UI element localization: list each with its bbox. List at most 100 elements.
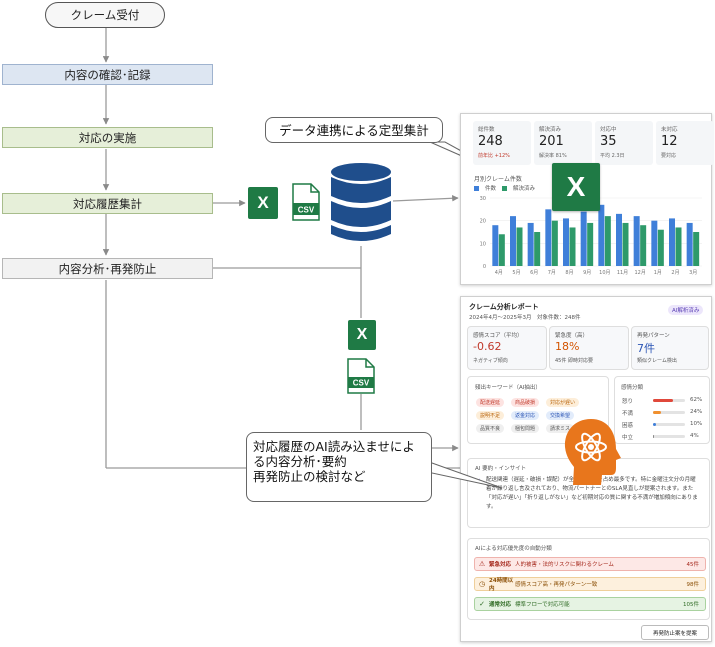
metric-label: 緊急度（高） <box>555 333 589 339</box>
report-title: クレーム分析レポート <box>469 303 539 311</box>
bar-resolved <box>622 222 629 266</box>
flow-step-confirm-record: 内容の確認･記録 <box>2 64 213 85</box>
metric-value: 18% <box>555 340 580 353</box>
csv-icon-label: CSV <box>298 206 315 215</box>
report-subtitle: 2024年4月〜2025年3月 対象件数：248件 <box>469 315 581 321</box>
kpi-card-unhandled: 未対応 12 要対応 <box>656 121 714 165</box>
bar-resolved <box>604 216 611 266</box>
excel-icon-2-letter: X <box>356 326 368 343</box>
kpi-card-resolved: 解決済み 201 解決率 81% <box>534 121 592 165</box>
emotion-percent: 24% <box>690 409 703 415</box>
emotion-label: 困惑 <box>622 423 634 429</box>
kpi-label: 解決済み <box>539 127 562 133</box>
keyword-chip: 返金対応 <box>511 411 540 420</box>
bar-resolved <box>516 227 523 266</box>
emotion-percent: 4% <box>690 433 699 439</box>
emotion-bar-fill <box>653 435 655 438</box>
priority-count: 105件 <box>683 602 699 608</box>
x-tick-label: 4月 <box>495 270 503 276</box>
x-tick-label: 2月 <box>671 270 679 276</box>
bar-resolved <box>569 227 576 266</box>
keyword-chip: 対応が遅い <box>546 398 580 407</box>
bar-resolved <box>534 232 541 266</box>
bar-count <box>510 216 516 266</box>
keywords-title: 頻出キーワード（AI抽出） <box>475 385 541 391</box>
priority-level: 通常対応 <box>489 602 512 608</box>
priority-desc: 人的被害・法的リスクに関わるクレーム <box>515 562 614 568</box>
priority-title: AIによる対応優先度の自動分類 <box>475 546 552 552</box>
callout-ai-line2: 再発防止の検討など <box>253 469 366 484</box>
x-tick-label: 1月 <box>654 270 662 276</box>
x-tick-label: 12月 <box>634 270 645 276</box>
callout-ai-analysis: 対応履歴のAI読み込ませによる内容分析･要約 再発防止の検討など <box>246 432 432 502</box>
kpi-label: 総件数 <box>478 127 495 133</box>
bar-resolved <box>587 222 594 266</box>
keyword-chip: 請求ミス <box>546 424 575 433</box>
metric-sub: ネガティブ傾向 <box>473 358 508 364</box>
x-tick-label: 5月 <box>512 270 520 276</box>
callout-data-link: データ連携による定型集計 <box>265 117 443 143</box>
excel-icon-letter: X <box>257 193 269 212</box>
priority-row-urgent: ⚠ 緊急対応 人的被害・法的リスクに関わるクレーム 45件 <box>474 557 706 571</box>
y-tick-label: 20 <box>480 219 486 225</box>
bar-count <box>598 204 605 266</box>
bar-resolved <box>675 227 682 266</box>
kpi-value: 35 <box>600 134 617 149</box>
bar-count <box>563 218 569 266</box>
x-tick-label: 11月 <box>617 270 628 276</box>
keyword-chip: 梱包問題 <box>511 424 540 433</box>
keyword-chip: 交換希望 <box>546 411 575 420</box>
y-tick-label: 10 <box>480 241 486 247</box>
propose-prevention-button[interactable]: 再発防止案を提案 <box>641 625 709 640</box>
keyword-chip: 配送遅延 <box>476 398 505 407</box>
metric-sub: 類似クレーム検出 <box>637 358 677 364</box>
bar-resolved <box>498 234 505 266</box>
kpi-value: 201 <box>539 134 564 149</box>
excel-icon-2: X <box>348 320 376 350</box>
x-tick-label: 10月 <box>599 270 610 276</box>
clock-icon: ◷ <box>478 580 486 588</box>
bar-count <box>616 213 622 266</box>
chart-legend: 件数 解決済み <box>474 184 535 192</box>
emotion-label: 不満 <box>622 411 634 417</box>
bar-resolved <box>551 220 558 266</box>
excel-overlay-letter: X <box>566 171 586 202</box>
kpi-sub: 前年比 +12% <box>478 153 510 159</box>
bar-resolved <box>693 232 700 266</box>
kpi-label: 未対応 <box>661 127 678 133</box>
kpi-value: 12 <box>661 134 678 149</box>
emotion-bar-track <box>653 411 685 414</box>
emotion-percent: 10% <box>690 421 703 427</box>
kpi-sub: 要対応 <box>661 153 677 159</box>
emotion-bar-track <box>653 423 685 426</box>
emotion-percent: 62% <box>690 397 703 403</box>
metric-label: 感情スコア（平均） <box>473 333 523 339</box>
excel-icon: X <box>248 187 278 219</box>
csv-icon-2-label: CSV <box>353 379 370 388</box>
legend-label-count: 件数 <box>485 186 497 192</box>
flow-step-execute: 対応の実施 <box>2 127 213 148</box>
metric-recurrence: 再発パターン 7件 類似クレーム検出 <box>631 326 709 370</box>
metric-urgency: 緊急度（高） 18% 45件 即時対応要 <box>549 326 629 370</box>
kpi-label: 対応中 <box>600 127 617 133</box>
priority-level: 緊急対応 <box>489 562 512 568</box>
emotion-label: 怒り <box>622 399 634 405</box>
flow-start-terminal: クレーム受付 <box>45 2 165 28</box>
bar-resolved <box>657 229 664 266</box>
x-tick-label: 9月 <box>583 270 591 276</box>
keyword-chip: 品質不良 <box>476 424 505 433</box>
priority-level: 24時間以内 <box>489 578 514 592</box>
kpi-sub: 平均 2.3日 <box>600 153 625 159</box>
bar-count <box>580 211 587 266</box>
emotion-bar-track <box>653 399 685 402</box>
priority-row-normal: ✓ 通常対応 標準フローで対応可能 105件 <box>474 597 706 611</box>
bar-count <box>492 225 499 266</box>
excel-overlay-icon: X <box>552 163 600 211</box>
callout-ai-line1: 対応履歴のAI読み込ませによる内容分析･要約 <box>253 439 415 469</box>
csv-file-icon: CSV <box>292 183 320 221</box>
priority-count: 98件 <box>686 582 700 588</box>
x-tick-label: 8月 <box>565 270 573 276</box>
bar-count <box>633 216 640 266</box>
keyword-chip: 商品破損 <box>511 398 540 407</box>
